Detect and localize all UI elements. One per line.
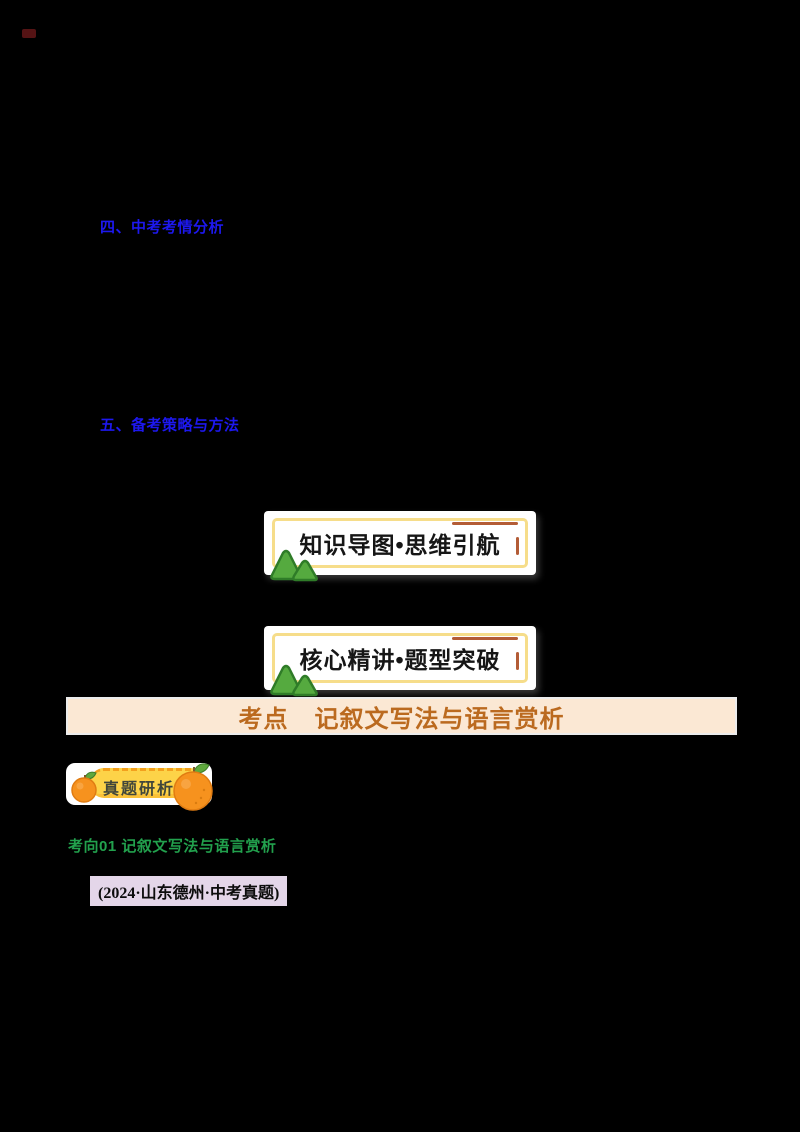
keypoint-title: 记叙文写法与语言赏析 [314,705,565,733]
orange-fruit-icon [71,771,97,803]
badge-label: 真题研析 [103,781,176,798]
section-heading-1: 四、中考考情分析 [100,219,225,236]
mountain-icon [270,549,318,582]
card-frame [272,518,528,568]
section-heading-2: 五、备考策略与方法 [100,417,240,434]
keypoint-label: 考点 [238,705,289,733]
real-exam-analysis-badge: 真题研析 [66,762,216,811]
mountain-icon [270,664,318,697]
card-title: 核心精讲•题型突破 [299,647,501,673]
section-banner-core-lecture: 核心精讲•题型突破 [264,626,536,697]
corner-line-decoration [452,637,518,640]
card-frame [272,633,528,683]
orange-fruit-icon [173,763,213,811]
keypoint-banner: 考点 记叙文写法与语言赏析 [66,697,737,735]
corner-tick-decoration [516,537,519,555]
section-banner-knowledge-map: 知识导图•思维引航 [264,511,536,582]
exam-direction-heading: 考向01 记叙文写法与语言赏析 [68,838,277,855]
card-title: 知识导图•思维引航 [299,532,501,558]
corner-line-decoration [452,522,518,525]
exam-source-line: (2024·山东德州·中考真题) [90,876,288,906]
page-corner-mark [22,29,36,38]
corner-tick-decoration [516,652,519,670]
